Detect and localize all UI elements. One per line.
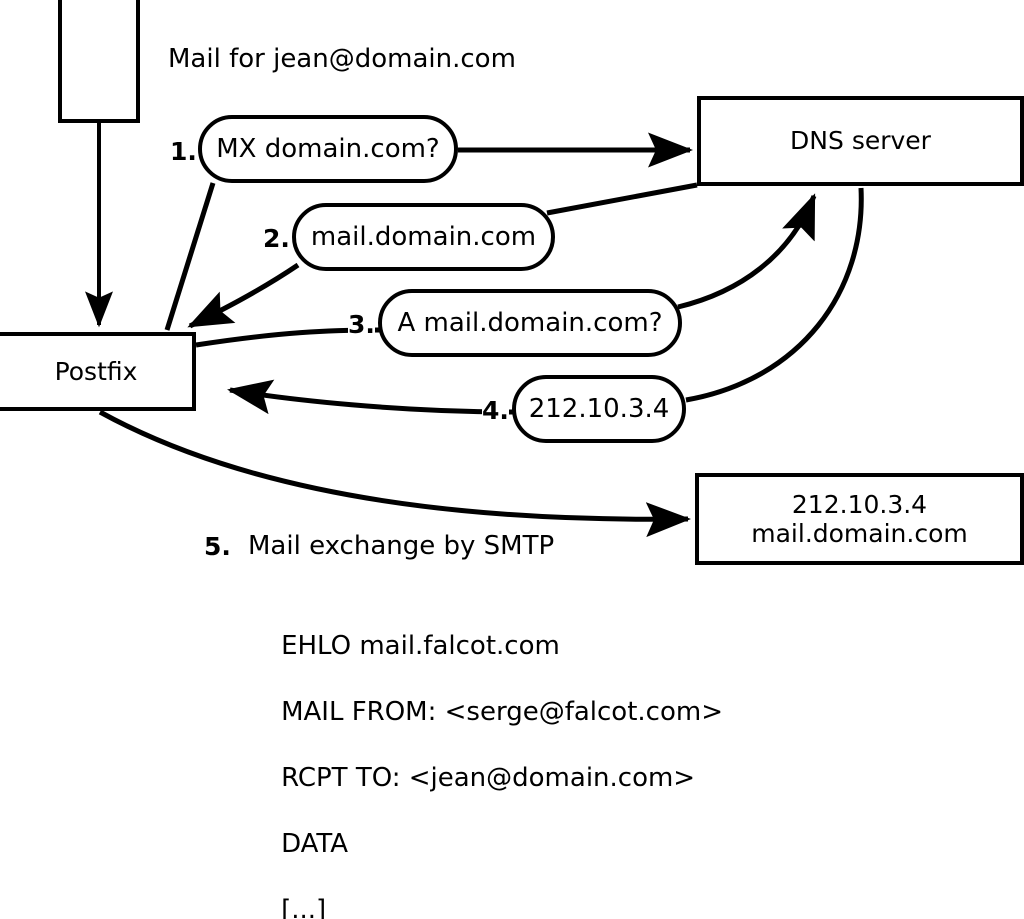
smtp-line-4: DATA — [281, 829, 349, 859]
smtp-line-3: RCPT TO: <jean@domain.com> — [281, 763, 696, 793]
step-pill-3-label: A mail.domain.com? — [397, 308, 663, 338]
step-pill-3-a-query[interactable]: A mail.domain.com? — [378, 289, 682, 357]
arrow-postfix-to-target — [98, 409, 691, 538]
arrow-step2-to-postfix — [187, 262, 300, 329]
line-dns-to-step4 — [685, 187, 864, 403]
step-5-label: Mail exchange by SMTP — [248, 531, 554, 561]
smtp-line-2: MAIL FROM: <serge@falcot.com> — [281, 697, 723, 727]
step-number-1-text: 1. — [170, 137, 197, 166]
step-number-5-text: 5. — [204, 532, 231, 561]
step-number-1: 1. — [170, 139, 197, 164]
page-title: Mail for jean@domain.com — [168, 44, 516, 74]
target-mail-server-hostname: mail.domain.com — [751, 519, 968, 548]
dns-server-box-label: DNS server — [790, 126, 931, 156]
step-number-3: 3. — [348, 312, 375, 337]
step-5-label-text: Mail exchange by SMTP — [248, 531, 555, 561]
smtp-line-1: EHLO mail.falcot.com — [281, 631, 560, 661]
step-number-5: 5. — [204, 534, 231, 559]
step-number-4: 4. — [482, 398, 509, 423]
step-number-4-text: 4. — [482, 396, 509, 425]
step-pill-1-mx-query[interactable]: MX domain.com? — [198, 115, 458, 183]
target-mail-server-box[interactable]: 212.10.3.4 mail.domain.com — [695, 473, 1024, 565]
source-mail-box[interactable] — [58, 0, 140, 123]
line-dns-to-step2 — [546, 182, 698, 216]
page-title-text: Mail for jean@domain.com — [168, 44, 516, 74]
step-number-2: 2. — [263, 226, 290, 251]
arrow-step4-to-postfix — [227, 379, 514, 415]
step-number-3-text: 3. — [348, 310, 375, 339]
step-pill-1-label: MX domain.com? — [216, 134, 440, 164]
smtp-line-5: [...] — [281, 895, 327, 919]
step-pill-2-label: mail.domain.com — [310, 222, 537, 252]
arrow-step3-to-dns — [677, 193, 817, 310]
postfix-box[interactable]: Postfix — [0, 332, 196, 411]
step-pill-4-label: 212.10.3.4 — [528, 394, 670, 424]
step-pill-2-mx-answer[interactable]: mail.domain.com — [292, 203, 555, 271]
postfix-box-label: Postfix — [54, 356, 138, 386]
line-postfix-to-step1 — [164, 182, 216, 331]
step-number-2-text: 2. — [263, 224, 290, 253]
smtp-transcript: EHLO mail.falcot.com MAIL FROM: <serge@f… — [248, 597, 723, 919]
step-pill-4-a-answer[interactable]: 212.10.3.4 — [512, 375, 686, 443]
dns-server-box[interactable]: DNS server — [697, 96, 1024, 186]
target-mail-server-ip: 212.10.3.4 — [791, 489, 928, 519]
